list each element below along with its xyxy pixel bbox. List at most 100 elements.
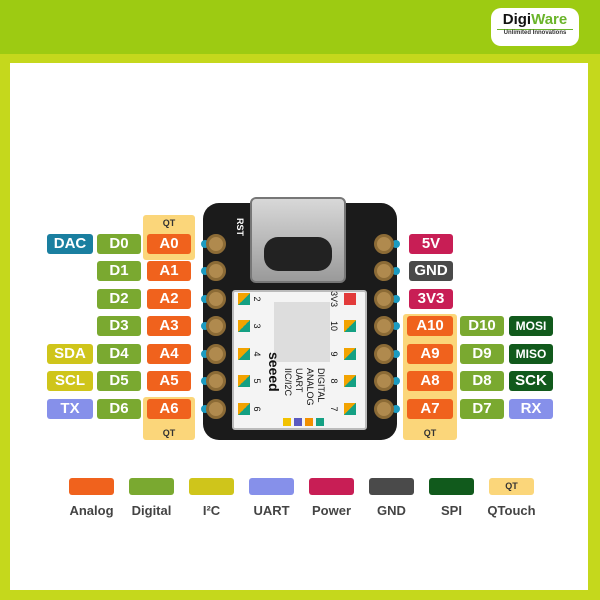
pin-label-sda: SDA — [47, 344, 93, 364]
pin-label-d8: D8 — [460, 371, 504, 391]
pin-pad — [206, 399, 226, 419]
board-pin-number: 4 — [252, 351, 262, 357]
pin-label-5v: 5V — [409, 234, 453, 254]
pin-label-a4: A4 — [147, 344, 191, 364]
pin-label-scl: SCL — [47, 371, 93, 391]
pin-pad — [374, 234, 394, 254]
pin-label-rx: RX — [509, 399, 553, 419]
legend-swatch-analog — [69, 478, 114, 495]
pin-label-a8: A8 — [407, 371, 453, 391]
board-key-label: DIGITAL — [316, 368, 326, 403]
board-pin-number: 2 — [252, 296, 262, 302]
pin-label-a5: A5 — [147, 371, 191, 391]
pin-label-d6: D6 — [97, 399, 141, 419]
pin-pad — [206, 289, 226, 309]
pin-pad — [374, 399, 394, 419]
pin-pad — [374, 316, 394, 336]
pin-connector-dot — [201, 405, 209, 413]
board-pin-number: 3V3 — [329, 290, 339, 307]
legend-label-digital: Digital — [131, 503, 172, 518]
board-key-swatch — [316, 418, 324, 426]
pin-label-a7: A7 — [407, 399, 453, 419]
pin-connector-dot — [201, 240, 209, 248]
pin-color-square — [344, 320, 356, 332]
legend-label-spi: SPI — [441, 503, 462, 518]
logo-text-a: Digi — [502, 11, 532, 28]
pin-label-d0: D0 — [97, 234, 141, 254]
pin-connector-dot — [392, 377, 400, 385]
pin-color-square — [344, 375, 356, 387]
pin-color-square — [238, 348, 250, 360]
board-pin-number: 7 — [329, 406, 339, 412]
pin-pad — [206, 344, 226, 364]
pin-color-square — [238, 375, 250, 387]
board-pin-number: 3 — [252, 323, 262, 329]
pin-pad — [374, 261, 394, 281]
pin-connector-dot — [392, 267, 400, 275]
pin-label-a10: A10 — [407, 316, 453, 336]
usb-c-connector — [250, 197, 346, 283]
legend-swatch-i2c — [189, 478, 234, 495]
pin-connector-dot — [392, 240, 400, 248]
board-key-swatch — [283, 418, 291, 426]
digiware-logo: DigiWare Unlimited Innovations — [491, 8, 579, 46]
board-pin-number: 6 — [252, 406, 262, 412]
legend-label-analog: Analog — [69, 503, 114, 518]
pin-label-d9: D9 — [460, 344, 504, 364]
pin-label-a6: A6 — [147, 399, 191, 419]
pin-color-square — [238, 293, 250, 305]
pin-label-mosi: MOSI — [509, 316, 553, 336]
board-pin-number: 8 — [329, 378, 339, 384]
legend-swatch-spi — [429, 478, 474, 495]
pin-pad — [374, 289, 394, 309]
legend-label-power: Power — [311, 503, 351, 518]
rst-label: RST — [235, 218, 245, 236]
pin-connector-dot — [392, 322, 400, 330]
board-key-label: UART — [294, 368, 304, 393]
board-key-swatch — [294, 418, 302, 426]
pin-pad — [206, 261, 226, 281]
pin-label-a9: A9 — [407, 344, 453, 364]
pin-label-d4: D4 — [97, 344, 141, 364]
pin-label-gnd: GND — [409, 261, 453, 281]
pin-label-a3: A3 — [147, 316, 191, 336]
pin-pad — [374, 371, 394, 391]
pin-color-square — [238, 403, 250, 415]
seeed-logo-text: seeed — [266, 352, 282, 392]
legend-swatch-gnd — [369, 478, 414, 495]
pin-label-sck: SCK — [509, 371, 553, 391]
qt-label: QT — [423, 428, 437, 438]
board-pin-number: 9 — [329, 351, 339, 357]
pin-connector-dot — [392, 295, 400, 303]
board-pin-number: 10 — [329, 320, 339, 331]
qt-label: QT — [162, 218, 176, 228]
pin-color-square — [344, 403, 356, 415]
pin-label-tx: TX — [47, 399, 93, 419]
legend-swatch-qtouch: QT — [489, 478, 534, 495]
legend-label-qtouch: QTouch — [487, 503, 536, 518]
legend-swatch-digital — [129, 478, 174, 495]
pin-connector-dot — [392, 350, 400, 358]
pin-connector-dot — [201, 377, 209, 385]
pin-pad — [206, 234, 226, 254]
pin-label-d2: D2 — [97, 289, 141, 309]
pin-label-d3: D3 — [97, 316, 141, 336]
pin-label-3v3: 3V3 — [409, 289, 453, 309]
legend-label-gnd: GND — [377, 503, 406, 518]
pin-label-d1: D1 — [97, 261, 141, 281]
pin-label-dac: DAC — [47, 234, 93, 254]
board-pin-number: 5 — [252, 378, 262, 384]
logo-text-b: Ware — [531, 11, 568, 28]
pin-label-d10: D10 — [460, 316, 504, 336]
logo-tagline: Unlimited Innovations — [497, 29, 573, 36]
pin-color-square — [238, 320, 250, 332]
pin-pad — [206, 316, 226, 336]
legend-swatch-power — [309, 478, 354, 495]
pin-connector-dot — [201, 295, 209, 303]
legend-swatch-uart — [249, 478, 294, 495]
pin-label-a2: A2 — [147, 289, 191, 309]
pin-label-a1: A1 — [147, 261, 191, 281]
pin-connector-dot — [392, 405, 400, 413]
pin-label-miso: MISO — [509, 344, 553, 364]
pin-label-d7: D7 — [460, 399, 504, 419]
